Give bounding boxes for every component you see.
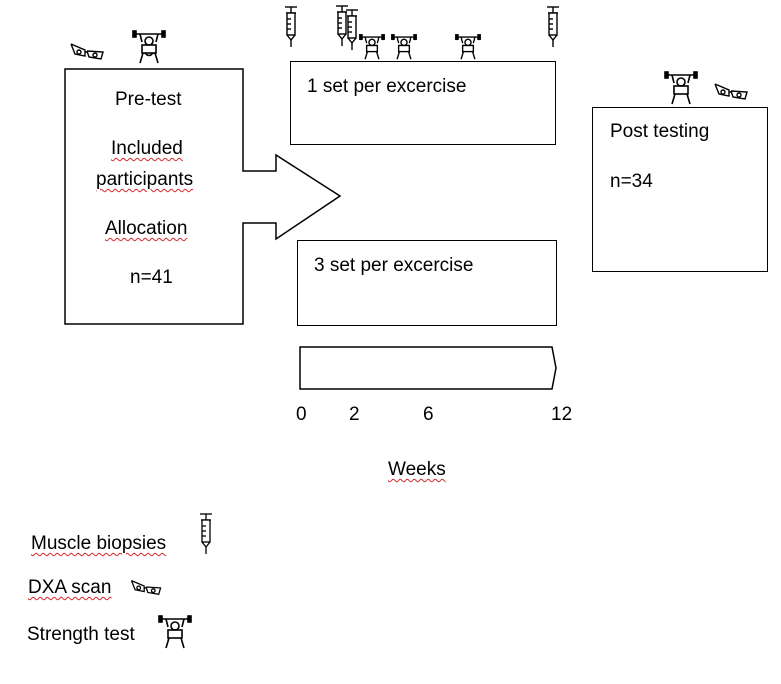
weightlifter-icon [132, 30, 166, 64]
three-set-group-box [297, 240, 557, 326]
syringe-icon [336, 5, 348, 46]
legend-dxa-text: DXA scan [28, 577, 112, 598]
glasses-icon [714, 83, 748, 100]
tick-label-0: 0 [296, 404, 307, 425]
pretest-included: Included [111, 138, 183, 159]
post-testing-box [592, 107, 768, 272]
legend-strength-label: Strength test [27, 624, 135, 645]
tick-label-2: 2 [349, 404, 360, 425]
weightlifter-icon [158, 615, 192, 649]
weightlifter-icon [664, 71, 698, 105]
glasses-icon [70, 43, 104, 60]
syringe-icon [200, 513, 212, 554]
one-set-label: 1 set per excercise [307, 77, 466, 96]
syringe-icon [285, 6, 297, 47]
tick-label-12: 12 [551, 404, 573, 425]
syringe-icon [547, 6, 559, 47]
post-testing-n: n=34 [610, 171, 653, 192]
legend-dxa-label: DXA scan [28, 578, 111, 597]
post-testing-title: Post testing [610, 121, 710, 142]
pretest-allocation: Allocation [105, 218, 188, 239]
pretest-n: n=41 [130, 267, 173, 288]
three-set-label: 3 set per excercise [314, 256, 473, 275]
syringe-icon [346, 9, 358, 50]
weightlifter-icon [359, 34, 385, 60]
glasses-icon [130, 580, 162, 595]
weeks-label: Weeks [388, 459, 446, 480]
pretest-participants: participants [96, 169, 194, 190]
pretest-title: Pre-test [115, 89, 182, 110]
weightlifter-icon [391, 34, 417, 60]
three-set-text: 3 set per excercise [314, 255, 474, 276]
one-set-group-box [290, 61, 556, 145]
weightlifter-icon [455, 34, 481, 60]
tick-label-6: 6 [423, 404, 434, 425]
legend-biopsy-label: Muscle biopsies [31, 533, 167, 554]
one-set-text: 1 set per excercise [307, 76, 467, 97]
